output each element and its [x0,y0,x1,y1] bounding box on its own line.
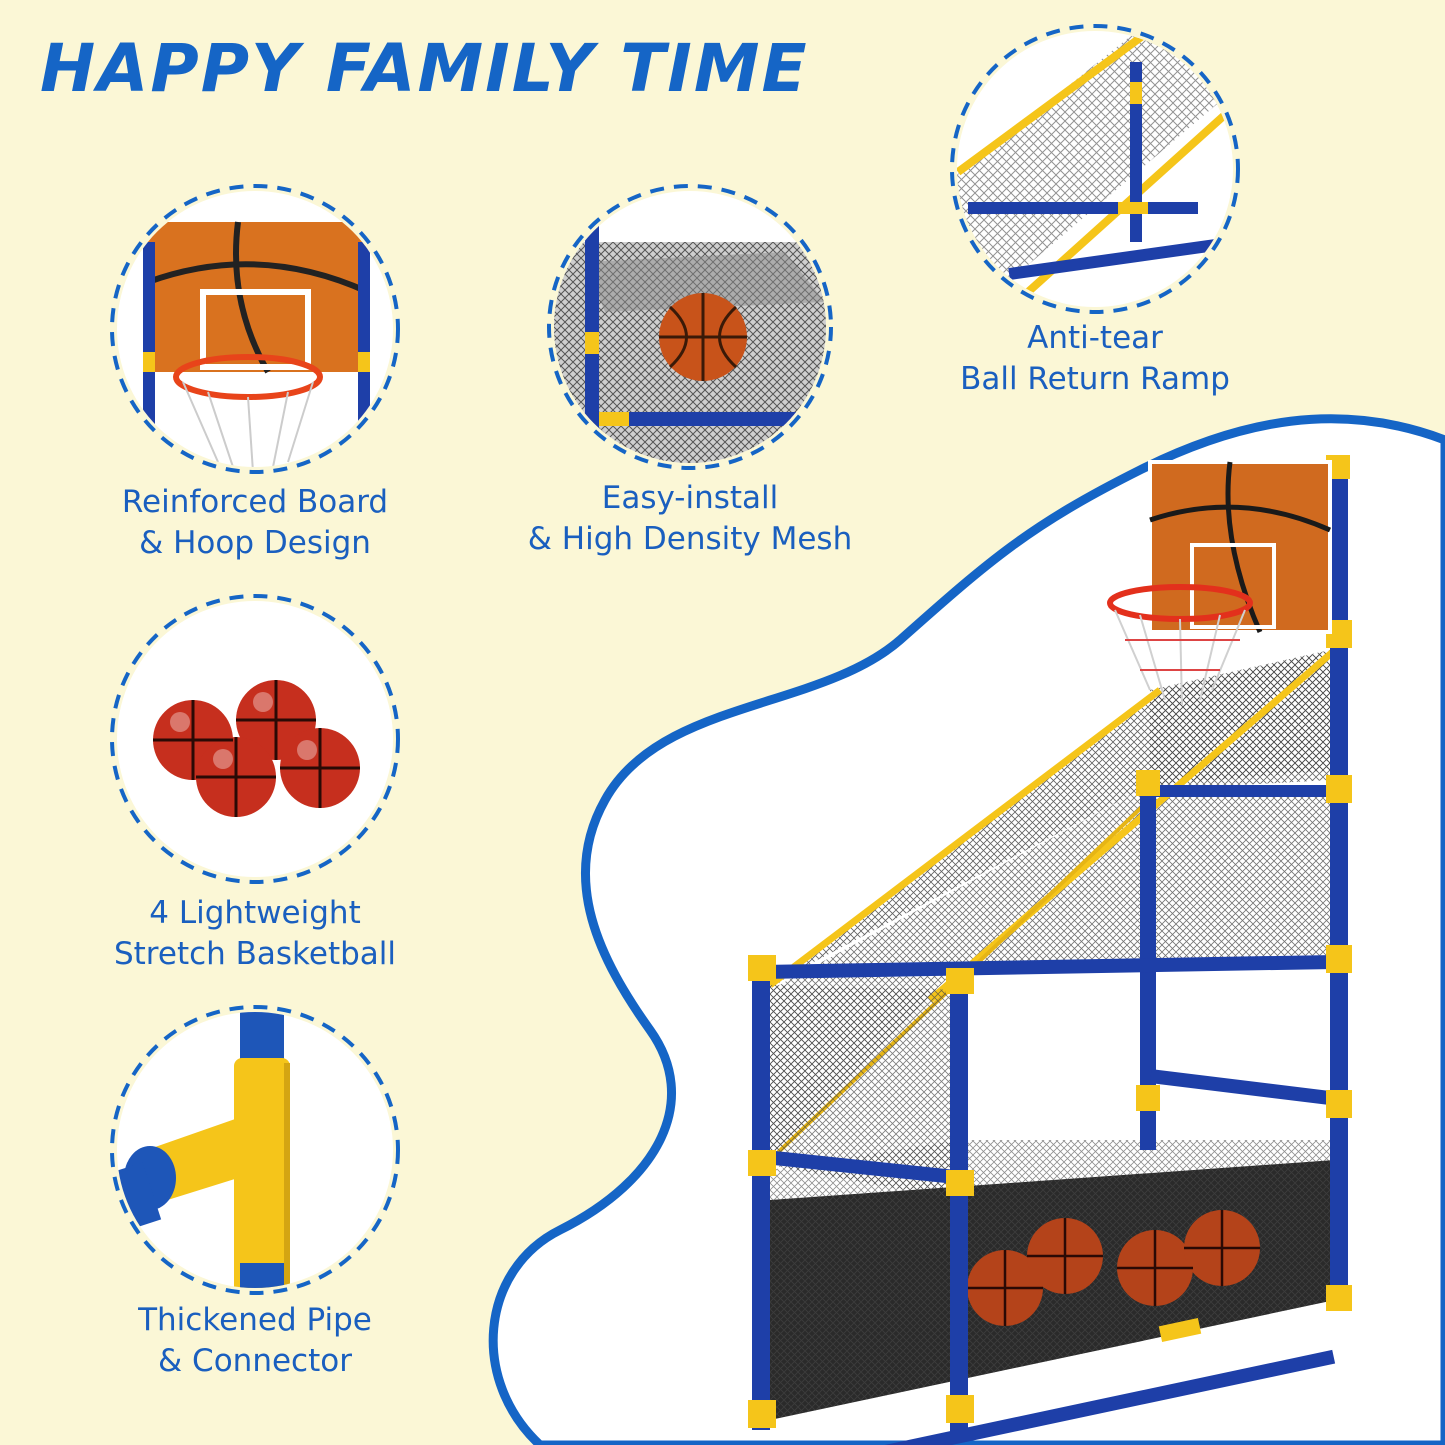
ramp-icon [950,24,1240,314]
feature-label-line: Anti-tear [1027,320,1163,356]
feature-label-line: & Hoop Design [139,525,371,561]
feature-label-line: Easy-install [601,480,779,516]
headline: HAPPY FAMILY TIME [40,30,809,107]
feature-label-balls: 4 Lightweight Stretch Basketball [80,893,430,975]
feature-label-line: & High Density Mesh [527,521,853,557]
feature-label-pipe-connector: Thickened Pipe & Connector [80,1300,430,1382]
pipe-connector-icon [110,1005,400,1295]
feature-ramp [948,22,1243,317]
feature-label-line: Reinforced Board [121,484,389,520]
backboard-hoop-icon [110,184,400,474]
frame-pipes [748,455,1352,1445]
feature-label-line: Ball Return Ramp [960,361,1230,397]
feature-label-ramp: Anti-tear Ball Return Ramp [930,318,1260,400]
feature-label-line: & Connector [158,1343,352,1379]
feature-balls [108,592,403,887]
feature-label-mesh: Easy-install & High Density Mesh [510,478,870,560]
four-balls-icon [110,594,400,884]
feature-label-line: Stretch Basketball [113,936,397,972]
stored-balls [967,1210,1260,1326]
feature-mesh [545,182,835,472]
feature-label-line: Thickened Pipe [138,1302,372,1338]
mesh-net-icon [547,184,833,470]
feature-board-hoop [108,182,403,477]
feature-label-line: 4 Lightweight [149,895,361,931]
feature-pipe-connector [108,1003,403,1298]
feature-label-board-hoop: Reinforced Board & Hoop Design [80,482,430,564]
backboard [1148,460,1332,634]
hoop [1107,584,1253,706]
